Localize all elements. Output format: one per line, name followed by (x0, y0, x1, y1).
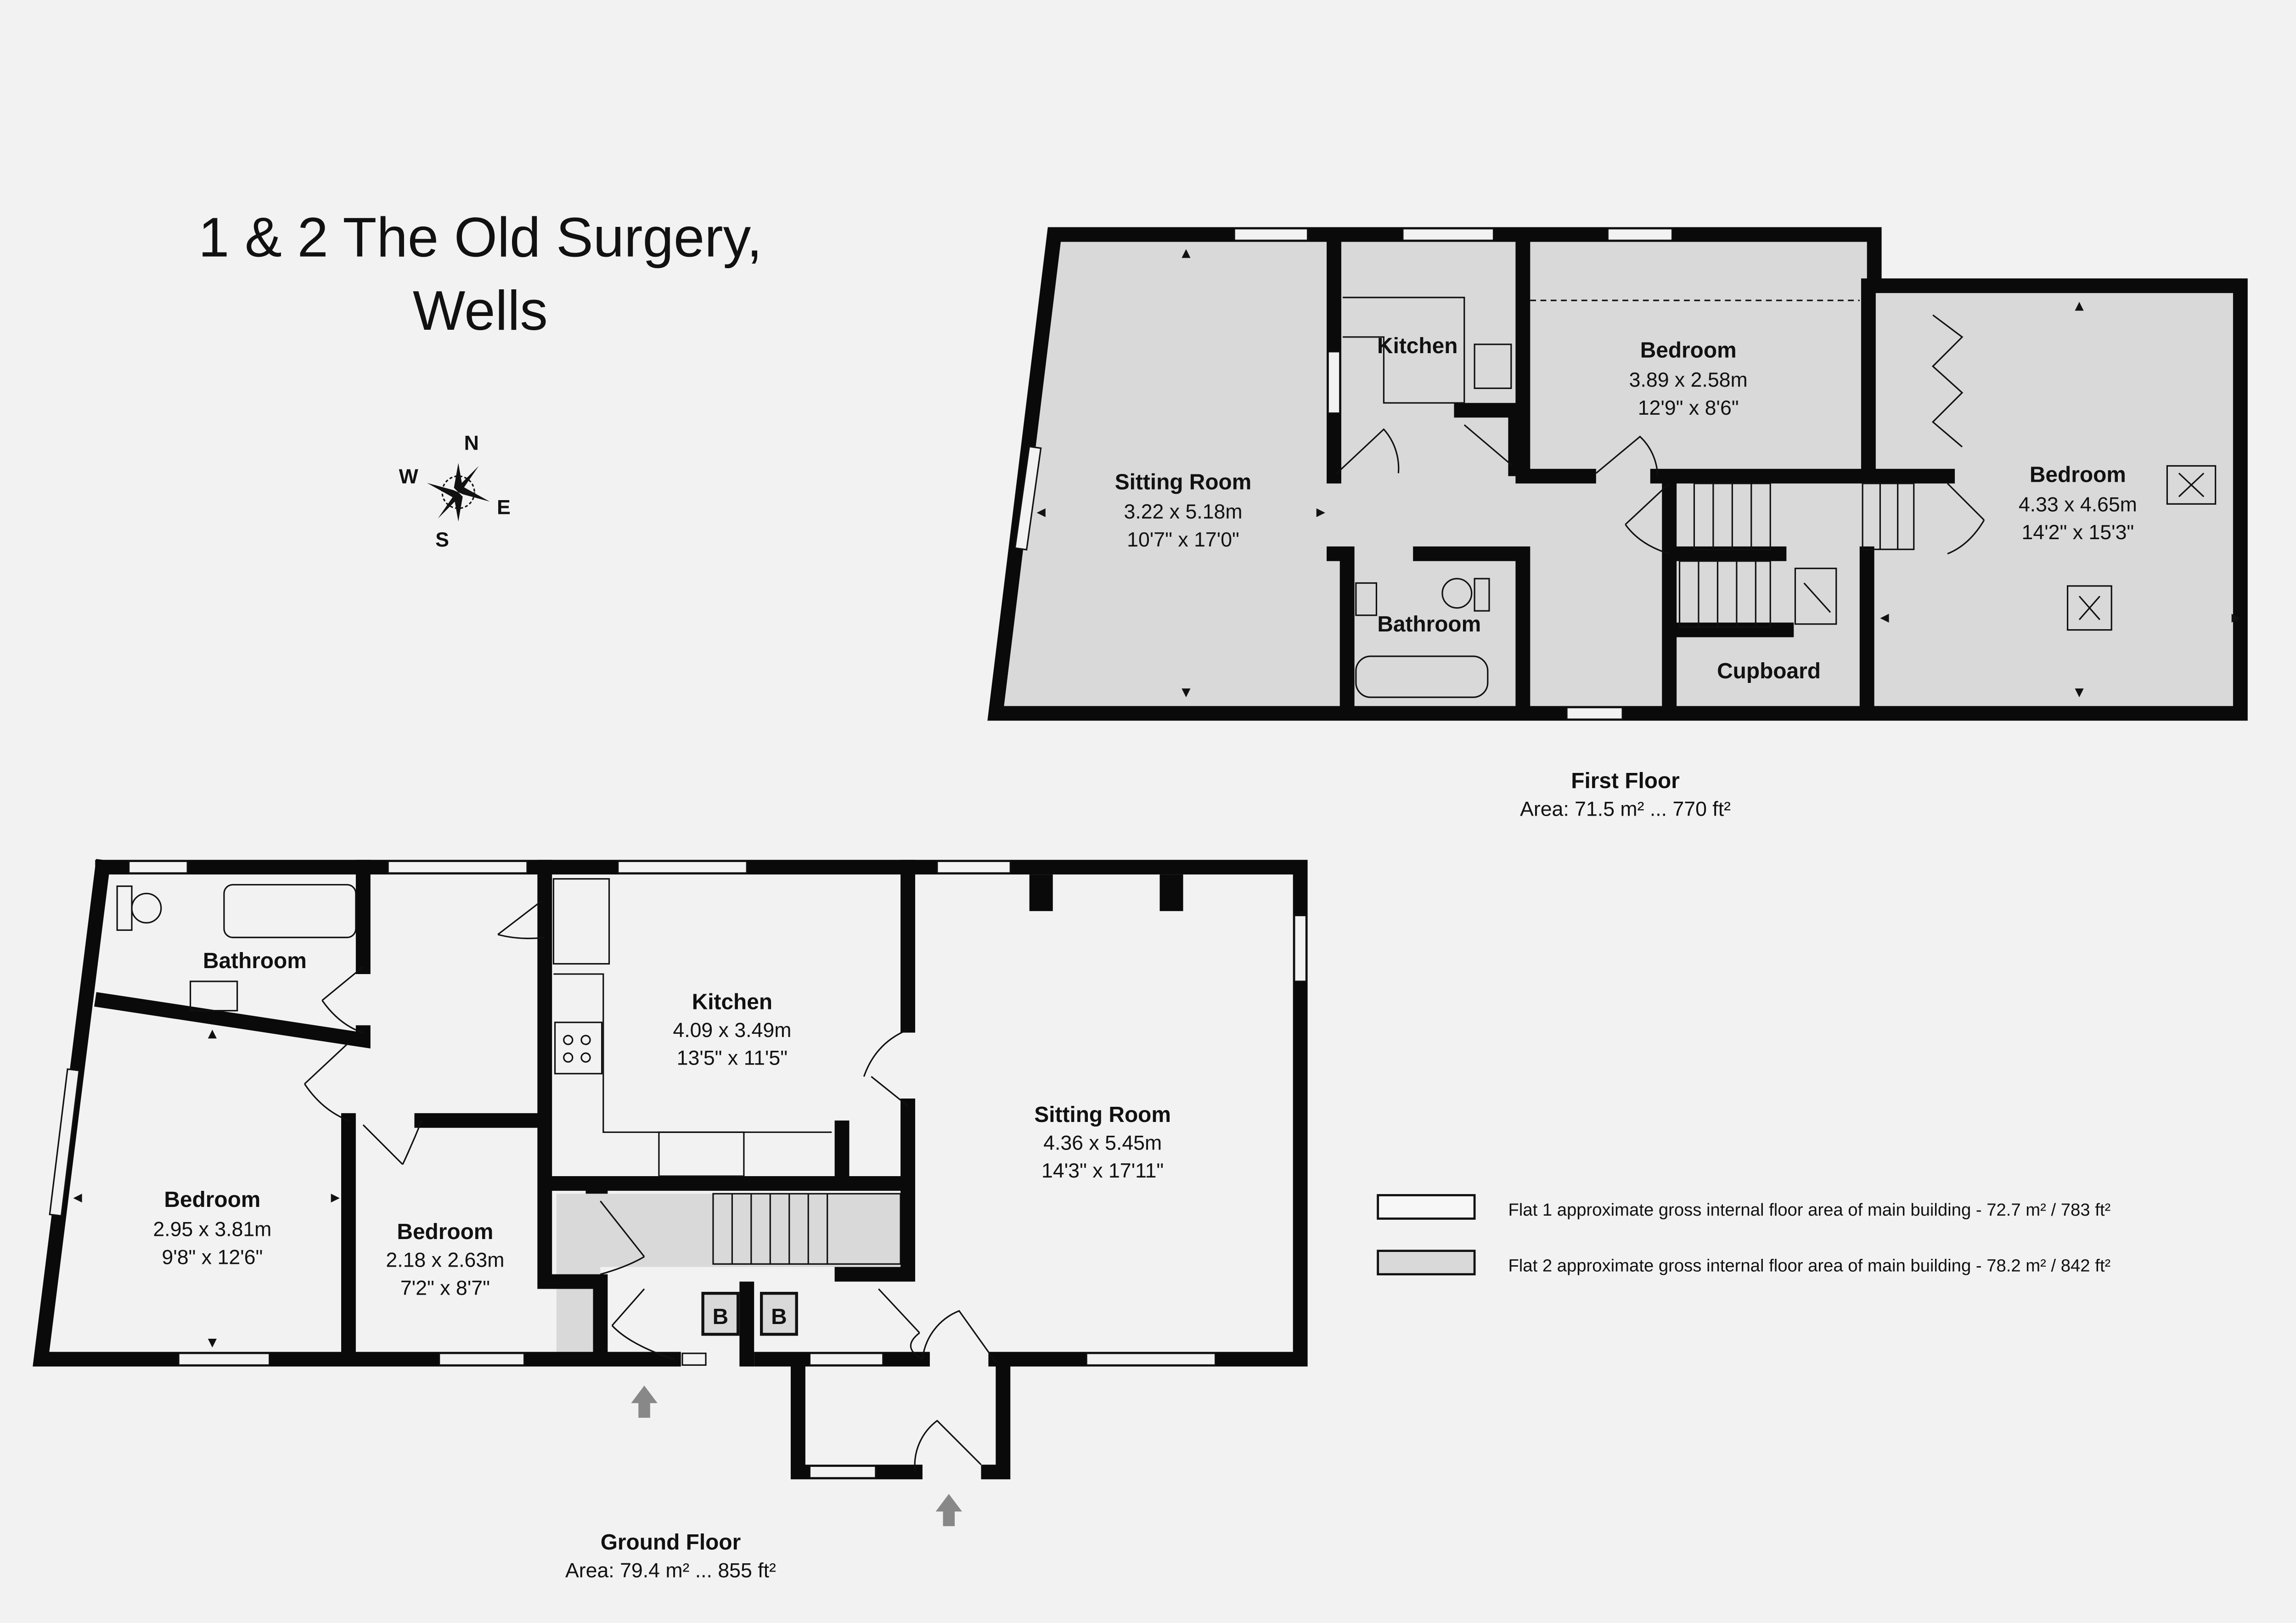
ff-cupboard-name: Cupboard (1717, 659, 1821, 683)
ff-bedroom1-name: Bedroom (1640, 338, 1737, 362)
ff-bathroom-name: Bathroom (1377, 612, 1481, 637)
ground-floor-plan: B B Bathroom Kitchen 4.09 x 3.49m 13'5" … (33, 859, 1308, 1582)
gf-bedroom1-imperial: 9'8" x 12'6" (162, 1246, 263, 1268)
gf-sitting-room-name: Sitting Room (1034, 1103, 1171, 1127)
ff-bedroom1-metric: 3.89 x 2.58m (1629, 369, 1748, 391)
ff-bedroom1-imperial: 12'9" x 8'6" (1638, 397, 1739, 419)
gf-bedroom1-metric: 2.95 x 3.81m (153, 1218, 271, 1241)
gf-bedroom2-imperial: 7'2" x 8'7" (400, 1277, 490, 1299)
ff-bedroom2-imperial: 14'2" x 15'3" (2021, 521, 2134, 544)
compass-n: N (464, 432, 479, 454)
first-floor-area: Area: 71.5 m² ... 770 ft² (1520, 798, 1731, 821)
legend-swatch-flat-1 (1377, 1194, 1476, 1220)
ff-sitting-room-name: Sitting Room (1115, 470, 1252, 494)
gf-kitchen-imperial: 13'5" x 11'5" (677, 1047, 788, 1070)
ff-sitting-room-imperial: 10'7" x 17'0" (1127, 529, 1239, 551)
ff-bedroom2-metric: 4.33 x 4.65m (2019, 493, 2137, 516)
compass-e: E (497, 496, 511, 519)
title-line-2: Wells (413, 279, 548, 342)
ground-floor-label: Ground Floor (601, 1530, 741, 1555)
gf-kitchen-metric: 4.09 x 3.49m (673, 1019, 791, 1042)
gf-bathroom-name: Bathroom (203, 949, 307, 973)
ff-kitchen-name: Kitchen (1377, 334, 1458, 358)
compass-icon: N S E W (399, 432, 511, 551)
gf-bedroom2-metric: 2.18 x 2.63m (386, 1249, 504, 1272)
entrance-arrow-icon (631, 1386, 962, 1527)
compass-s: S (435, 529, 449, 551)
gf-bedroom1-name: Bedroom (164, 1188, 260, 1212)
legend-flat-2: Flat 2 approximate gross internal floor … (1508, 1256, 2110, 1275)
compass-w: W (399, 466, 419, 488)
legend-swatch-flat-2 (1377, 1250, 1476, 1276)
first-floor-label: First Floor (1571, 769, 1679, 793)
gf-bedroom2-name: Bedroom (397, 1220, 493, 1244)
boiler-label: B (771, 1305, 787, 1329)
legend: Flat 1 approximate gross internal floor … (1377, 1194, 2110, 1276)
gf-sitting-room-imperial: 14'3" x 17'11" (1041, 1160, 1164, 1182)
skylight-icon (1794, 465, 2217, 631)
gf-sitting-room-metric: 4.36 x 5.45m (1043, 1132, 1162, 1155)
ff-sitting-room-metric: 3.22 x 5.18m (1124, 501, 1243, 523)
ff-bedroom2-name: Bedroom (2030, 463, 2126, 487)
legend-flat-1: Flat 1 approximate gross internal floor … (1508, 1200, 2110, 1220)
ground-floor-area: Area: 79.4 m² ... 855 ft² (565, 1560, 776, 1582)
boiler-label: B (713, 1305, 729, 1329)
first-floor-plan: Sitting Room 3.22 x 5.18m 10'7" x 17'0" … (987, 227, 2248, 821)
gf-kitchen-name: Kitchen (692, 990, 772, 1014)
title-line-1: 1 & 2 The Old Surgery, (198, 206, 762, 268)
